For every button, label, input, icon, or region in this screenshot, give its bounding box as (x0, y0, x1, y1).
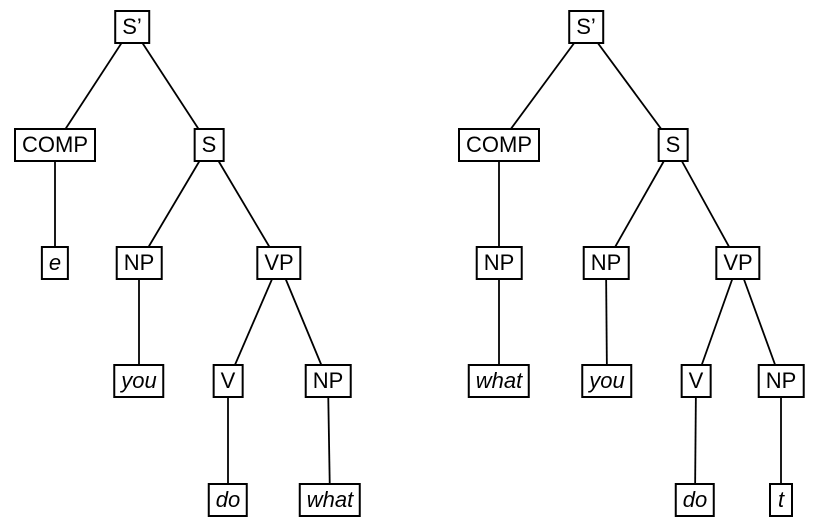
right-tree-node-you: you (581, 364, 633, 398)
left-tree-node-np-object: NP (304, 364, 352, 398)
right-tree-node-comp: COMP (458, 128, 540, 162)
right-tree-node-s-bar: S’ (568, 10, 604, 44)
tree-edge (585, 26, 674, 146)
tree-edge (54, 26, 133, 146)
right-tree-node-np-object: NP (757, 364, 805, 398)
tree-edge (131, 26, 210, 146)
left-tree-node-vp: VP (256, 246, 302, 280)
tree-edge (605, 144, 674, 264)
tree-edge (737, 262, 782, 382)
right-tree-node-t: t (769, 483, 793, 517)
left-tree-node-comp: COMP (14, 128, 96, 162)
right-tree-node-v: V (680, 364, 712, 398)
tree-edge (227, 262, 280, 382)
right-tree-node-np-subject: NP (582, 246, 630, 280)
tree-edge (605, 262, 608, 382)
left-tree-node-np-subject: NP (115, 246, 163, 280)
tree-edge (694, 380, 697, 501)
left-tree-node-v: V (212, 364, 244, 398)
tree-edge (327, 380, 331, 501)
left-tree-node-you: you (113, 364, 165, 398)
tree-edge (672, 144, 739, 264)
tree-edge (138, 144, 210, 264)
right-tree-node-s: S (657, 128, 689, 162)
right-tree-node-vp: VP (715, 246, 761, 280)
tree-edge (208, 144, 280, 264)
left-tree-node-do: do (207, 483, 249, 517)
right-tree-node-do: do (674, 483, 716, 517)
tree-edge (278, 262, 329, 382)
tree-edge (695, 262, 739, 382)
left-tree-node-e: e (40, 246, 70, 280)
right-tree-node-np-comp: NP (475, 246, 523, 280)
right-tree-node-what: what (467, 364, 531, 398)
tree-edge (498, 26, 587, 146)
left-tree-node-s-bar: S’ (114, 10, 150, 44)
left-tree-node-what: what (298, 483, 362, 517)
left-tree-node-s: S (193, 128, 225, 162)
